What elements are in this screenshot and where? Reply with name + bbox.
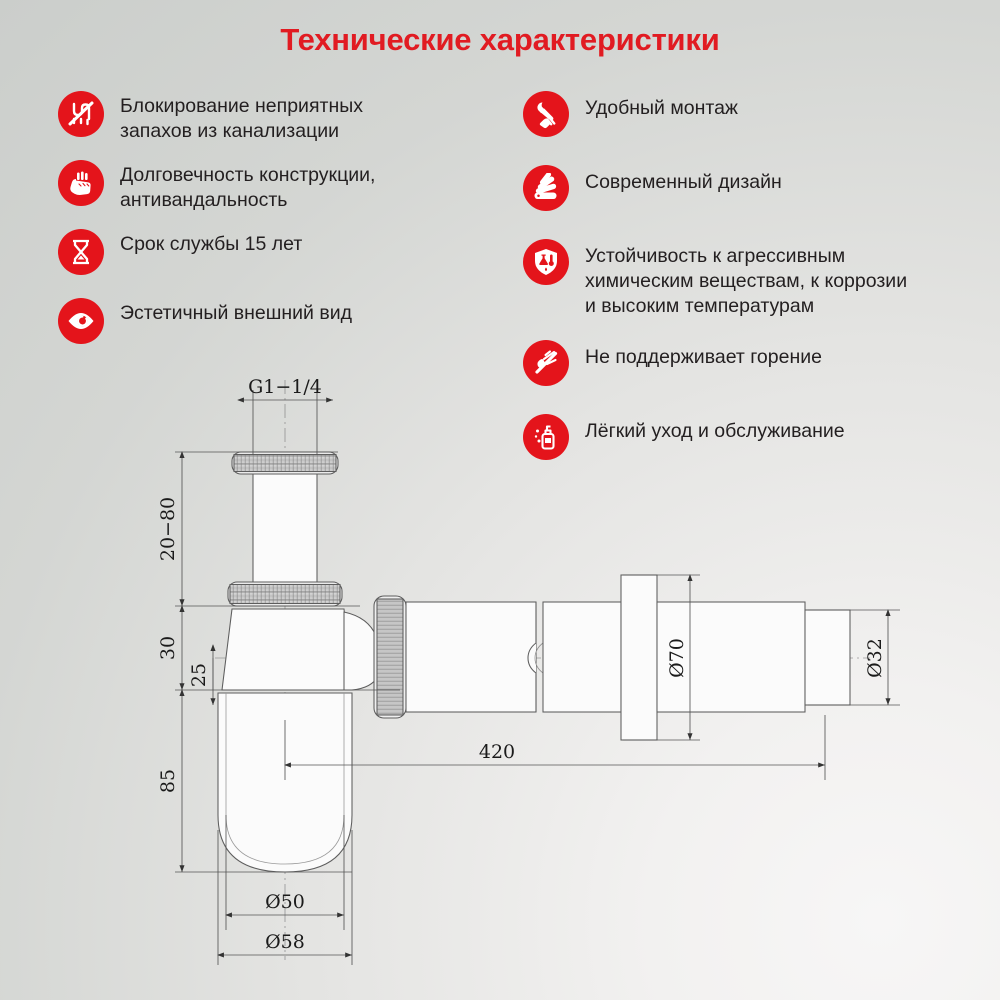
wrench-hand-icon (523, 91, 569, 137)
feature-label: Блокирование неприятных запахов из канал… (120, 95, 363, 142)
dimension-label: 30 (157, 636, 179, 660)
dimension-label: Ø58 (265, 931, 305, 953)
feature-label: Срок службы 15 лет (120, 233, 303, 255)
strong-fist-icon (58, 160, 104, 206)
dimension-label: Ø32 (864, 638, 886, 678)
feature-label: Удобный монтаж (585, 97, 738, 119)
dimension-label: 85 (157, 769, 179, 793)
feature-item: Эстетичный внешний вид (58, 295, 503, 351)
dimension-label: 420 (479, 741, 515, 763)
feature-item: Удобный монтаж (523, 88, 973, 144)
dimension-label: Ø70 (666, 638, 688, 678)
dimension-lines (175, 390, 900, 965)
feature-item: Не поддерживает горение (523, 337, 973, 393)
dimension-labels: G1−1/4 20−80 30 25 85 420 Ø70 Ø32 Ø50 Ø5… (157, 376, 886, 953)
feature-label: Лёгкий уход и обслуживание (585, 420, 845, 442)
no-fire-icon (523, 340, 569, 386)
feature-label: Долговечность конструкции, антивандально… (120, 164, 376, 211)
feature-label: Современный дизайн (585, 171, 782, 193)
feature-label: Не поддерживает горение (585, 346, 822, 368)
feature-item: Долговечность конструкции, антивандально… (58, 157, 503, 213)
color-fan-icon (523, 165, 569, 211)
feature-item: Устойчивость к агрессивным химическим ве… (523, 236, 973, 319)
dimension-label: 20−80 (157, 497, 179, 561)
no-odor-siphon-icon (58, 91, 104, 137)
page-title: Технические характеристики (280, 22, 720, 57)
bottle-trap-siphon-technical-drawing: G1−1/4 20−80 30 25 85 420 Ø70 Ø32 Ø50 Ø5… (0, 360, 1000, 1000)
feature-item: Современный дизайн (523, 162, 973, 218)
feature-label: Устойчивость к агрессивным химическим ве… (585, 245, 908, 317)
feature-label: Эстетичный внешний вид (120, 302, 352, 324)
features-left-column: Блокирование неприятных запахов из канал… (58, 88, 503, 364)
chemical-shield-icon (523, 239, 569, 285)
siphon-body (217, 451, 851, 873)
dimension-label: Ø50 (265, 891, 305, 913)
hourglass-icon (58, 229, 104, 275)
eye-icon (58, 298, 104, 344)
feature-item: Лёгкий уход и обслуживание (523, 411, 973, 467)
dimension-label: 25 (188, 663, 210, 687)
spray-bottle-icon (523, 414, 569, 460)
feature-item: Срок службы 15 лет (58, 226, 503, 282)
dimension-label: G1−1/4 (248, 376, 322, 398)
features-right-column: Удобный монтаж Современный дизайн (523, 88, 973, 485)
feature-item: Блокирование неприятных запахов из канал… (58, 88, 503, 144)
